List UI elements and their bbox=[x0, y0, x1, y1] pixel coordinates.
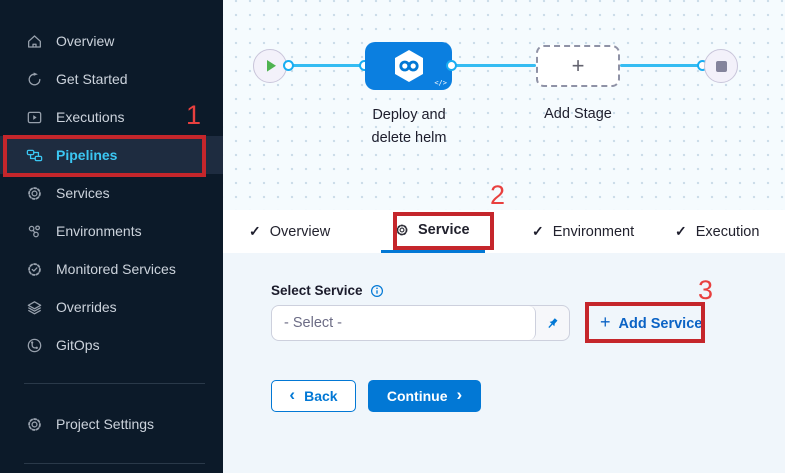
stage-config-tabbar: ✓ Overview Service ✓ Environment ✓ Execu… bbox=[223, 210, 785, 253]
executions-icon bbox=[27, 111, 42, 123]
play-icon bbox=[266, 60, 276, 72]
stop-icon bbox=[715, 60, 727, 72]
check-icon: ✓ bbox=[675, 223, 687, 239]
pin-button[interactable] bbox=[536, 306, 569, 340]
sidebar-divider bbox=[24, 463, 205, 464]
sidebar-item-project-settings[interactable]: Project Settings bbox=[0, 405, 223, 443]
gitops-icon bbox=[27, 338, 42, 352]
sidebar-item-label: Pipelines bbox=[56, 147, 118, 163]
sidebar-item-label: Project Settings bbox=[56, 416, 155, 432]
tab-overview[interactable]: ✓ Overview bbox=[249, 210, 330, 253]
check-icon: ✓ bbox=[249, 223, 261, 239]
environments-icon bbox=[28, 224, 41, 237]
sidebar-item-label: Environments bbox=[56, 223, 142, 239]
service-gear-icon bbox=[396, 224, 408, 236]
tab-label: Overview bbox=[269, 223, 331, 240]
services-gear-icon bbox=[28, 186, 41, 200]
pipeline-canvas[interactable]: </> Deploy and delete helm + Add Stage bbox=[223, 0, 785, 210]
sidebar-item-environments[interactable]: Environments bbox=[0, 212, 223, 250]
connector-line bbox=[289, 64, 365, 67]
sidebar-item-services[interactable]: Services bbox=[0, 174, 223, 212]
info-icon[interactable] bbox=[370, 284, 384, 298]
sidebar-item-label: Monitored Services bbox=[56, 261, 176, 277]
sidebar-item-label: Services bbox=[56, 185, 110, 201]
get-started-icon bbox=[28, 71, 41, 85]
add-service-button[interactable]: + Add Service bbox=[600, 312, 703, 333]
sidebar-item-label: Executions bbox=[56, 109, 125, 125]
sidebar-item-overview[interactable]: Overview bbox=[0, 22, 223, 60]
back-label: Back bbox=[304, 388, 338, 404]
plus-icon: + bbox=[571, 53, 585, 78]
sidebar-item-overrides[interactable]: Overrides bbox=[0, 288, 223, 326]
tab-environment[interactable]: ✓ Environment bbox=[532, 210, 634, 253]
select-service-label: Select Service bbox=[271, 283, 363, 298]
sidebar-item-label: Overrides bbox=[56, 299, 117, 315]
cd-hexagon-icon bbox=[394, 50, 423, 82]
sidebar-item-pipelines[interactable]: Pipelines bbox=[0, 136, 223, 174]
plus-icon: + bbox=[600, 312, 611, 332]
sidebar-item-get-started[interactable]: Get Started bbox=[0, 60, 223, 98]
project-settings-gear-icon bbox=[28, 417, 41, 431]
connector-dot bbox=[446, 60, 457, 71]
sidebar-item-label: Get Started bbox=[56, 71, 128, 87]
overrides-layers-icon bbox=[27, 300, 42, 314]
sidebar-item-gitops[interactable]: GitOps bbox=[0, 326, 223, 364]
sidebar-divider bbox=[24, 383, 205, 384]
service-form: Select Service - Select - + Add Service bbox=[223, 253, 785, 473]
pin-icon bbox=[548, 317, 558, 328]
pipeline-start-node bbox=[253, 49, 287, 83]
add-stage-label: Add Stage bbox=[544, 106, 612, 122]
continue-button[interactable]: Continue › bbox=[368, 380, 481, 412]
tab-label: Execution bbox=[695, 223, 760, 240]
tab-label: Environment bbox=[552, 223, 635, 240]
add-stage-button[interactable]: + bbox=[536, 45, 620, 87]
add-service-label: Add Service bbox=[618, 315, 703, 332]
sidebar-item-monitored-services[interactable]: Monitored Services bbox=[0, 250, 223, 288]
tab-label: Service bbox=[418, 222, 470, 238]
home-icon bbox=[28, 34, 41, 48]
pipelines-icon bbox=[26, 149, 43, 161]
sidebar-item-executions[interactable]: Executions bbox=[0, 98, 223, 136]
back-button[interactable]: ‹ Back bbox=[271, 380, 356, 412]
tab-execution[interactable]: ✓ Execution bbox=[675, 210, 759, 253]
connector-dot bbox=[283, 60, 294, 71]
stage-name-label: Deploy and delete helm bbox=[371, 107, 447, 146]
sidebar-item-label: Overview bbox=[56, 33, 115, 49]
chevron-right-icon: › bbox=[456, 385, 463, 404]
sidebar: Overview Get Started Executions Pipeline… bbox=[0, 0, 223, 473]
service-select-wrap: - Select - bbox=[271, 305, 570, 341]
check-icon: ✓ bbox=[532, 223, 544, 239]
main-panel: </> Deploy and delete helm + Add Stage ✓… bbox=[223, 0, 785, 473]
monitored-services-icon bbox=[28, 262, 41, 276]
pipeline-end-node bbox=[704, 49, 738, 83]
code-badge-icon: </> bbox=[434, 79, 447, 87]
connector-line bbox=[452, 64, 536, 67]
continue-label: Continue bbox=[386, 388, 448, 404]
connector-line bbox=[620, 64, 703, 67]
service-select-input[interactable]: - Select - bbox=[272, 306, 536, 340]
chevron-left-icon: ‹ bbox=[289, 385, 296, 404]
tab-service[interactable]: Service bbox=[381, 210, 485, 253]
sidebar-item-label: GitOps bbox=[56, 337, 100, 353]
stage-node-deploy[interactable]: </> bbox=[365, 42, 452, 90]
